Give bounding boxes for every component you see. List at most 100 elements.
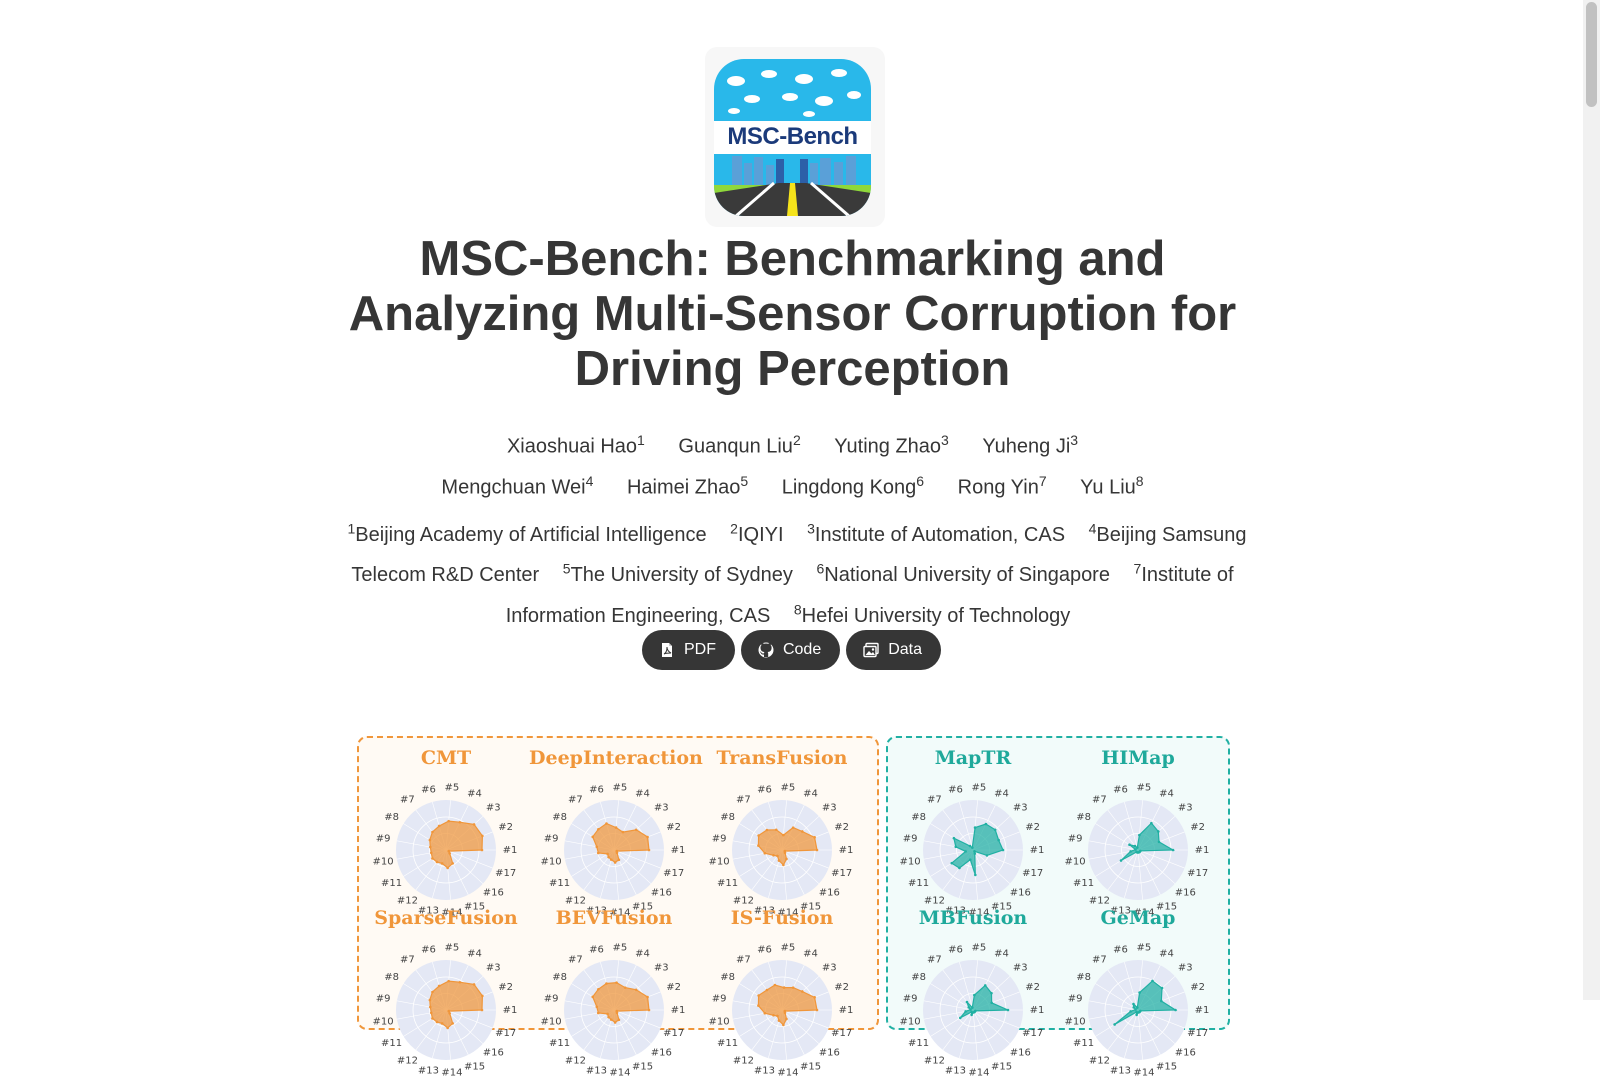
data-button[interactable]: Data bbox=[846, 630, 942, 670]
radar-point bbox=[973, 826, 977, 829]
radar-spoke bbox=[781, 849, 820, 884]
radar-axis-label: #11 bbox=[549, 1038, 570, 1049]
radar-point bbox=[591, 995, 595, 999]
radar-axis-label: #11 bbox=[1073, 878, 1094, 889]
radar-point bbox=[968, 858, 972, 861]
radar-spoke bbox=[1107, 849, 1139, 891]
author[interactable]: Haimei Zhao5 bbox=[626, 472, 749, 499]
logo-illustration bbox=[714, 59, 871, 216]
author[interactable]: Rong Yin7 bbox=[957, 472, 1047, 499]
radar-title: GeMap bbox=[1100, 907, 1176, 929]
radar-axis-label: #5 bbox=[1137, 782, 1152, 793]
scrollbar-thumb[interactable] bbox=[1586, 2, 1597, 107]
radar-axis-label: #15 bbox=[464, 901, 485, 912]
code-button[interactable]: Code bbox=[740, 630, 841, 670]
radar-axis-label: #11 bbox=[549, 878, 570, 889]
radar-axis-label: #1 bbox=[1195, 845, 1210, 856]
pdf-button[interactable]: PDF bbox=[641, 630, 735, 670]
radar-axis-label: #11 bbox=[908, 878, 929, 889]
author[interactable]: Yuting Zhao3 bbox=[834, 432, 949, 458]
author-list: Xiaoshuai Hao1 Guanqun Liu2 Yuting Zhao3… bbox=[340, 423, 1245, 504]
radar-axis-label: #7 bbox=[927, 795, 942, 806]
radar-point bbox=[964, 1010, 967, 1013]
radar-axis-label: #17 bbox=[831, 1028, 852, 1039]
radar-chart: #1#2#3#4#5#6#7#8#9#10#11#12#13#14#15#16#… bbox=[1065, 782, 1210, 918]
radar-axis-label: #5 bbox=[445, 942, 460, 953]
radar-point bbox=[446, 866, 449, 870]
radar-axis-label: #13 bbox=[1110, 1066, 1131, 1077]
radar-axis-label: #16 bbox=[1175, 1047, 1196, 1058]
pdf-icon bbox=[661, 643, 672, 657]
scrollbar-track[interactable] bbox=[1583, 0, 1600, 1000]
radar-chart: #1#2#3#4#5#6#7#8#9#10#11#12#13#14#15#16#… bbox=[373, 782, 518, 918]
radar-point bbox=[964, 850, 967, 853]
radar-axis-label: #15 bbox=[991, 901, 1012, 912]
radar-axis-label: #14 bbox=[777, 1068, 798, 1078]
radar-axis-label: #12 bbox=[1089, 1055, 1110, 1066]
author[interactable]: Yuheng Ji3 bbox=[982, 432, 1079, 458]
affiliation: 3Institute of Automation, CAS bbox=[807, 520, 1066, 546]
radar-point bbox=[952, 836, 956, 840]
radar-point bbox=[429, 851, 433, 855]
radar-point bbox=[973, 850, 976, 853]
radar-point bbox=[1174, 1008, 1177, 1012]
radar-point bbox=[591, 835, 595, 839]
radar-axis-label: #1 bbox=[671, 845, 686, 856]
radar-point bbox=[431, 857, 434, 860]
radar-axis-label: #9 bbox=[544, 833, 559, 844]
radar-point bbox=[777, 1019, 781, 1022]
affiliation: 6National University of Singapore bbox=[816, 560, 1110, 587]
radar-axis-label: #7 bbox=[568, 955, 583, 966]
radar-point bbox=[607, 855, 610, 859]
radar-chart: #1#2#3#4#5#6#7#8#9#10#11#12#13#14#15#16#… bbox=[709, 782, 854, 918]
radar-title: MBFusion bbox=[918, 907, 1028, 929]
author[interactable]: Lingdong Kong6 bbox=[781, 472, 925, 499]
radar-axis-label: #3 bbox=[1013, 803, 1028, 814]
radar-axis-label: #5 bbox=[781, 942, 796, 953]
author[interactable]: Guanqun Liu2 bbox=[678, 432, 801, 458]
radar-axis-label: #9 bbox=[376, 993, 391, 1004]
radar-chart: #1#2#3#4#5#6#7#8#9#10#11#12#13#14#15#16#… bbox=[900, 782, 1045, 918]
radar-spoke bbox=[972, 849, 1011, 884]
radar-axis-label: #3 bbox=[822, 963, 837, 974]
radar-point bbox=[993, 828, 997, 832]
radar-axis-label: #14 bbox=[441, 1068, 462, 1078]
radar-axis-label: #10 bbox=[900, 857, 921, 868]
radar-axis-label: #4 bbox=[467, 949, 482, 960]
radar-point bbox=[1129, 850, 1132, 853]
radar-axis-label: #16 bbox=[651, 1047, 672, 1058]
author[interactable]: Xiaoshuai Hao1 bbox=[506, 432, 645, 458]
radar-point bbox=[605, 982, 608, 985]
radar-point bbox=[968, 844, 972, 848]
radar-point bbox=[776, 1014, 779, 1018]
radar-point bbox=[757, 844, 760, 847]
radar-axis-label: #15 bbox=[800, 901, 821, 912]
radar-axis-label: #7 bbox=[927, 955, 942, 966]
radar-axis-label: #10 bbox=[900, 1017, 921, 1028]
logo-text: MSC-Bench bbox=[727, 123, 858, 150]
radar-axis-label: #11 bbox=[381, 878, 402, 889]
radar-point bbox=[1132, 1006, 1136, 1009]
radar-spoke bbox=[613, 849, 661, 869]
radar-axis-label: #7 bbox=[1092, 955, 1107, 966]
radar-axis-label: #7 bbox=[400, 955, 415, 966]
radar-point bbox=[448, 1012, 451, 1015]
radar-point bbox=[615, 1009, 619, 1013]
radar-axis-label: #4 bbox=[635, 949, 650, 960]
radar-point bbox=[954, 845, 958, 849]
radar-point bbox=[783, 849, 787, 853]
radar-axis-label: #8 bbox=[911, 812, 926, 823]
radar-point bbox=[782, 863, 785, 867]
radar-point bbox=[609, 858, 613, 861]
radar-point bbox=[447, 849, 451, 853]
radar-axis-label: #14 bbox=[968, 908, 989, 918]
radar-point bbox=[801, 830, 804, 833]
radar-point bbox=[435, 1020, 439, 1024]
radar-point bbox=[813, 836, 816, 839]
author[interactable]: Yu Liu8 bbox=[1080, 472, 1144, 499]
affiliation: 7Institute of Information Engineering, C… bbox=[505, 560, 1234, 627]
author[interactable]: Mengchuan Wei4 bbox=[441, 472, 594, 499]
radar-point bbox=[1136, 1006, 1139, 1009]
radar-axis-label: #8 bbox=[384, 812, 399, 823]
radar-axis-label: #9 bbox=[712, 833, 727, 844]
